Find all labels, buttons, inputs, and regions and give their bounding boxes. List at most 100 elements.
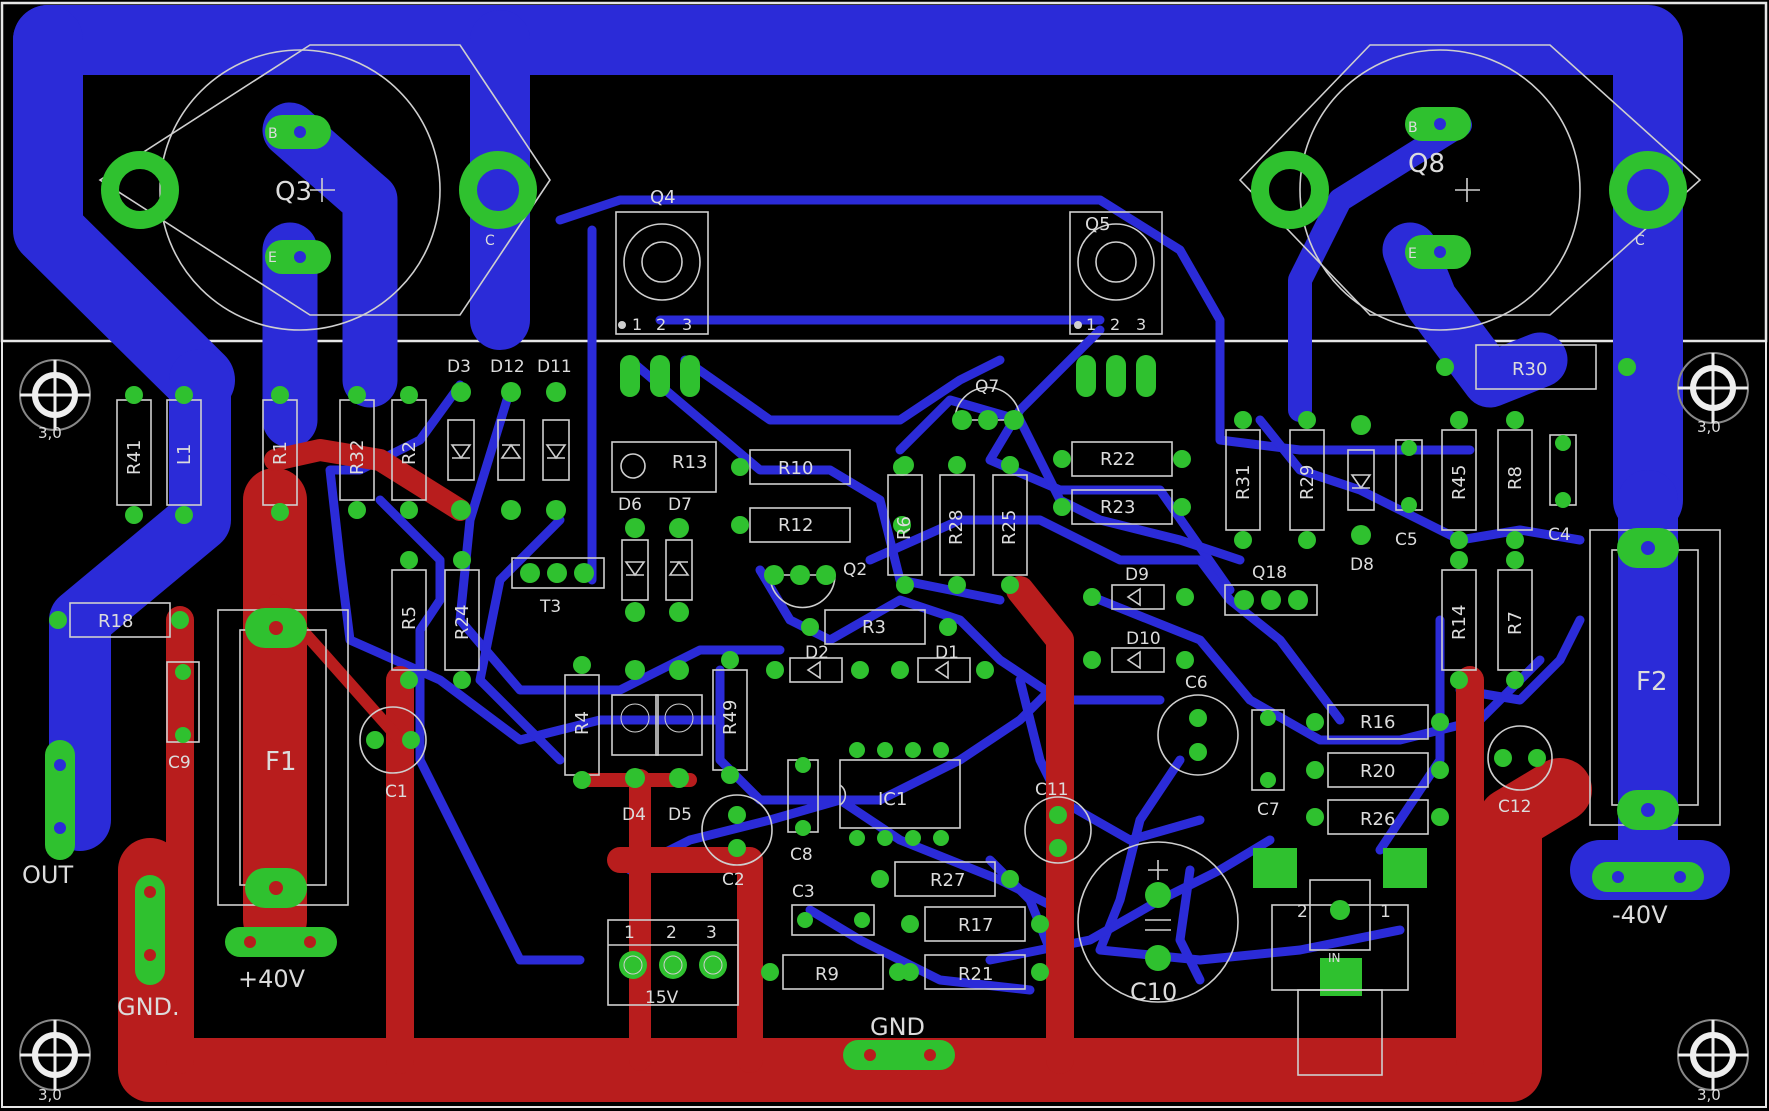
out-label: OUT xyxy=(22,861,73,889)
electrolytic-capacitors: C1 C2 C11 C6 C12 C10 xyxy=(359,673,1553,1006)
c7-c9: C7 C9 xyxy=(166,661,1285,820)
c6-label: C6 xyxy=(1185,673,1208,693)
bottom-resistors: R27 R17 R21 R9 C3 xyxy=(761,861,1049,990)
gnd-left-label: GND. xyxy=(117,993,180,1021)
c4-label: C4 xyxy=(1548,525,1571,545)
r26-label: R26 xyxy=(1360,809,1395,830)
r13-trimmer: R13 xyxy=(611,441,717,493)
in-label: IN xyxy=(1328,951,1341,965)
jack-pin1: 1 xyxy=(1380,902,1391,922)
d5-label: D5 xyxy=(668,805,692,825)
r16-r20-r26: R16 R20 R26 xyxy=(1306,704,1449,835)
r14-label: R14 xyxy=(1449,605,1470,640)
c9-label: C9 xyxy=(168,753,191,773)
mount-hole-tr: 3,0 xyxy=(1677,352,1749,436)
q5-pin2: 2 xyxy=(1110,315,1120,334)
t3-label: T3 xyxy=(539,597,561,617)
d4-d5-r4-r49: D4 D5 R4 R49 xyxy=(564,651,748,825)
d7-label: D7 xyxy=(668,495,692,515)
plus40-label: +40V xyxy=(238,965,306,993)
q8-pin-b: B xyxy=(1408,120,1418,136)
q7-label: Q7 xyxy=(975,377,999,397)
c8-label: C8 xyxy=(790,845,813,865)
c10-label: C10 xyxy=(1130,978,1177,1006)
gnd-bottom-label: GND xyxy=(870,1013,925,1041)
q3-power-transistor: Q3 B E C xyxy=(98,44,551,331)
c8-ic1: C8 IC1 xyxy=(787,742,961,865)
r13-label: R13 xyxy=(672,452,707,473)
q8-label: Q8 xyxy=(1408,149,1445,179)
d12-label: D12 xyxy=(490,357,525,377)
q4-label: Q4 xyxy=(650,187,676,208)
fuse-f2: F2 xyxy=(1589,528,1721,830)
r6-label: R6 xyxy=(894,516,915,540)
r18-label: R18 xyxy=(98,611,133,632)
terminal-pin2: 2 xyxy=(666,923,677,943)
c12-label: C12 xyxy=(1498,797,1532,817)
r25-label: R25 xyxy=(999,510,1020,545)
r32-label: R32 xyxy=(347,440,368,475)
q8-power-transistor: Q8 B E C xyxy=(1238,44,1702,331)
d1-label: D1 xyxy=(935,643,959,663)
terminal-pin3: 3 xyxy=(706,923,717,943)
r2-label: R2 xyxy=(399,441,420,465)
r45-label: R45 xyxy=(1449,465,1470,500)
q7-transistor: Q7 xyxy=(952,377,1024,430)
q4-pin1: 1 xyxy=(632,315,642,334)
mount-hole-tr-size: 3,0 xyxy=(1697,418,1721,436)
q4-pin2: 2 xyxy=(656,315,666,334)
bottom-copper-layer xyxy=(118,439,1592,1102)
d2-label: D2 xyxy=(805,643,829,663)
r20-label: R20 xyxy=(1360,761,1395,782)
r3-label: R3 xyxy=(862,617,886,638)
d9-label: D9 xyxy=(1125,565,1149,585)
r30-resistor: R30 xyxy=(1436,344,1636,390)
q3-pin-c: C xyxy=(485,233,495,249)
q4-pin3: 3 xyxy=(682,315,692,334)
r16-label: R16 xyxy=(1360,712,1395,733)
q5-pin3: 3 xyxy=(1136,315,1146,334)
r49-label: R49 xyxy=(720,700,741,735)
r17-label: R17 xyxy=(958,915,993,936)
r31-label: R31 xyxy=(1233,465,1254,500)
r21-label: R21 xyxy=(958,964,993,985)
q5-pin1: 1 xyxy=(1086,315,1096,334)
d6-label: D6 xyxy=(618,495,642,515)
mount-hole-bl: 3,0 xyxy=(19,1019,91,1104)
d6-d7: D6 D7 xyxy=(618,495,693,622)
q3-label: Q3 xyxy=(275,177,312,207)
connector-pads: OUT GND. +40V -40V GND xyxy=(22,740,1704,1070)
r4-label: R4 xyxy=(572,711,593,735)
mount-hole-br-size: 3,0 xyxy=(1697,1086,1721,1104)
c5-label: C5 xyxy=(1395,530,1418,550)
r28-label: R28 xyxy=(946,510,967,545)
r14-r7: R14 R7 xyxy=(1441,551,1533,689)
l1-label: L1 xyxy=(174,444,195,465)
minus40-label: -40V xyxy=(1612,901,1668,929)
c11-label: C11 xyxy=(1035,780,1069,800)
c2-label: C2 xyxy=(722,870,745,890)
q18-label: Q18 xyxy=(1252,563,1287,583)
q5-label: Q5 xyxy=(1085,214,1111,235)
c7-label: C7 xyxy=(1257,800,1280,820)
r24-label: R24 xyxy=(452,605,473,640)
right-resistor-cluster: R31 R29 R45 R8 D8 C5 C4 xyxy=(1225,411,1577,575)
q3-pin-e: E xyxy=(268,250,277,266)
r18-r5-r24: R18 R5 R24 xyxy=(49,551,480,689)
r23-label: R23 xyxy=(1100,497,1135,518)
f2-label: F2 xyxy=(1636,667,1668,697)
r10-label: R10 xyxy=(778,458,813,479)
r9-label: R9 xyxy=(815,964,839,985)
r3-resistor: R3 xyxy=(801,609,957,645)
d10-label: D10 xyxy=(1126,629,1161,649)
q2-label: Q2 xyxy=(843,560,867,580)
r8-label: R8 xyxy=(1505,466,1526,490)
r7-label: R7 xyxy=(1505,611,1526,635)
d11-label: D11 xyxy=(537,357,572,377)
r29-label: R29 xyxy=(1297,465,1318,500)
mount-hole-tl: 3,0 xyxy=(19,359,91,442)
r30-label: R30 xyxy=(1512,359,1547,380)
middle-vertical-resistors: R6 R28 R25 xyxy=(887,456,1028,594)
q4-transistor: Q4 1 2 3 xyxy=(615,187,709,397)
q8-pin-e: E xyxy=(1408,246,1417,262)
